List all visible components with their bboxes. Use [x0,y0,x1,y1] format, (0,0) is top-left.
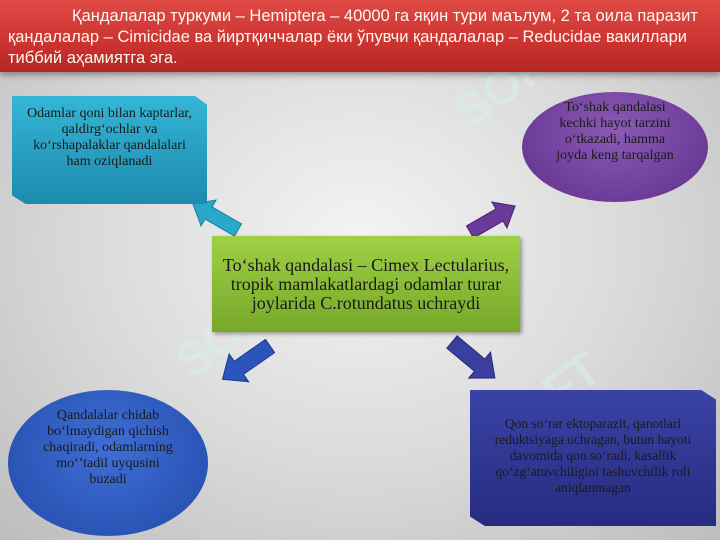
node-bottom-right: Qon so‘rar ektoparazit, qanotlari redukt… [470,390,716,526]
title-banner: Қандалалар туркуми – Hemiptera – 40000 г… [0,0,720,72]
arrow-to-bottom-left [221,338,276,383]
node-center-text: To‘shak qandalasi – Cimex Lectularius, t… [222,254,510,313]
node-bottom-right-text: Qon so‘rar ektoparazit, qanotlari redukt… [494,416,692,495]
node-top-right: To‘shak qandalasi kechki hayot tarzini o… [522,92,708,202]
node-top-left-text: Odamlar qoni bilan kaptarlar, qaldirg‘oc… [26,106,193,169]
node-bottom-left-text: Qandalalar chidab bo‘lmaydigan qichish c… [43,408,173,487]
node-center: To‘shak qandalasi – Cimex Lectularius, t… [212,236,520,332]
node-bottom-left: Qandalalar chidab bo‘lmaydigan qichish c… [8,390,208,536]
arrow-to-bottom-right [446,335,496,379]
arrow-to-top-right [465,201,516,239]
banner-text: Қандалалар туркуми – Hemiptera – 40000 г… [8,7,698,67]
node-top-left: Odamlar qoni bilan kaptarlar, qaldirg‘oc… [12,96,207,204]
node-top-right-text: To‘shak qandalasi kechki hayot tarzini o… [556,100,674,163]
